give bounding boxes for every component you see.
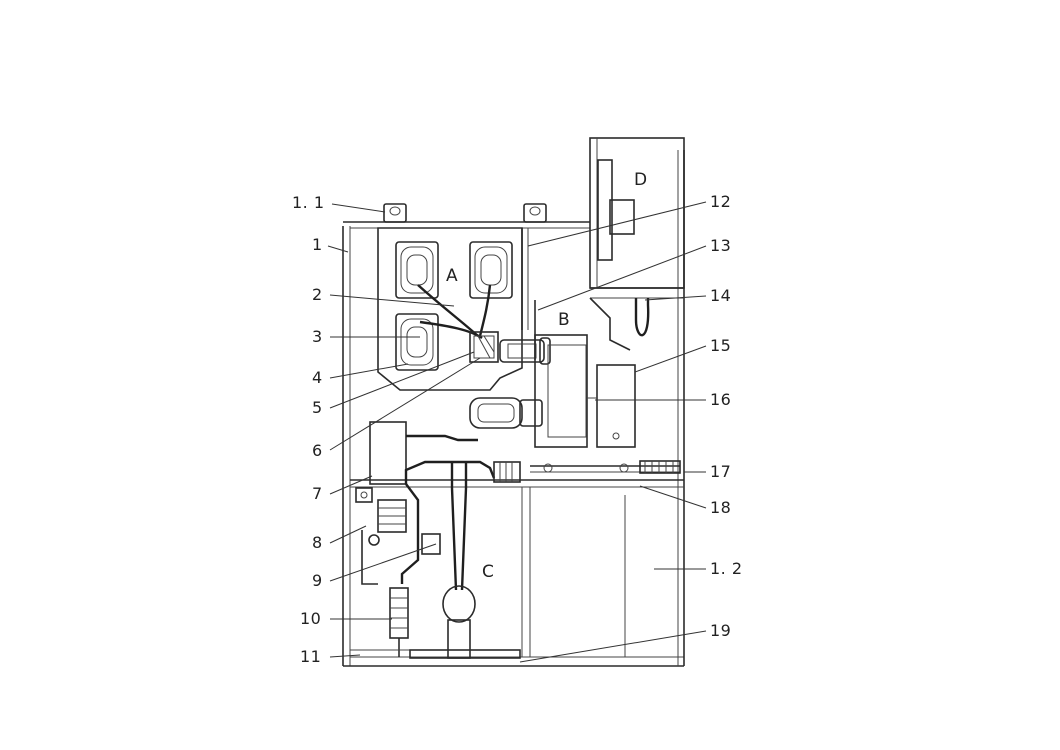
callout-15: 15: [710, 336, 731, 355]
zone-label-d: D: [634, 170, 647, 190]
callout-8: 8: [312, 533, 323, 552]
callout-6: 6: [312, 441, 323, 460]
callout-12: 12: [710, 192, 731, 211]
callout-19: 19: [710, 621, 731, 640]
breaker-compartment-b: [469, 334, 681, 474]
callout-1-2: 1. 2: [710, 559, 743, 578]
callout-4: 4: [312, 368, 323, 387]
callout-14: 14: [710, 286, 731, 305]
zone-label-c: C: [482, 562, 494, 582]
callout-7: 7: [312, 484, 323, 503]
callout-11: 11: [300, 647, 321, 666]
callout-3: 3: [312, 327, 323, 346]
callout-2: 2: [312, 285, 323, 304]
callout-9: 9: [312, 571, 323, 590]
callout-16: 16: [710, 390, 731, 409]
callout-17: 17: [710, 462, 731, 481]
low-voltage-compartment-d: [589, 137, 685, 351]
callout-1: 1: [312, 235, 323, 254]
zone-label-a: A: [446, 266, 458, 286]
callout-13: 13: [710, 236, 731, 255]
callout-1-1: 1. 1: [292, 193, 325, 212]
callout-5: 5: [312, 398, 323, 417]
horizontal-partition: [350, 479, 684, 657]
callout-10: 10: [300, 609, 321, 628]
callout-18: 18: [710, 498, 731, 517]
cable-compartment-c: [350, 421, 521, 659]
zone-label-b: B: [558, 310, 570, 330]
leader-lines: [327, 201, 707, 663]
